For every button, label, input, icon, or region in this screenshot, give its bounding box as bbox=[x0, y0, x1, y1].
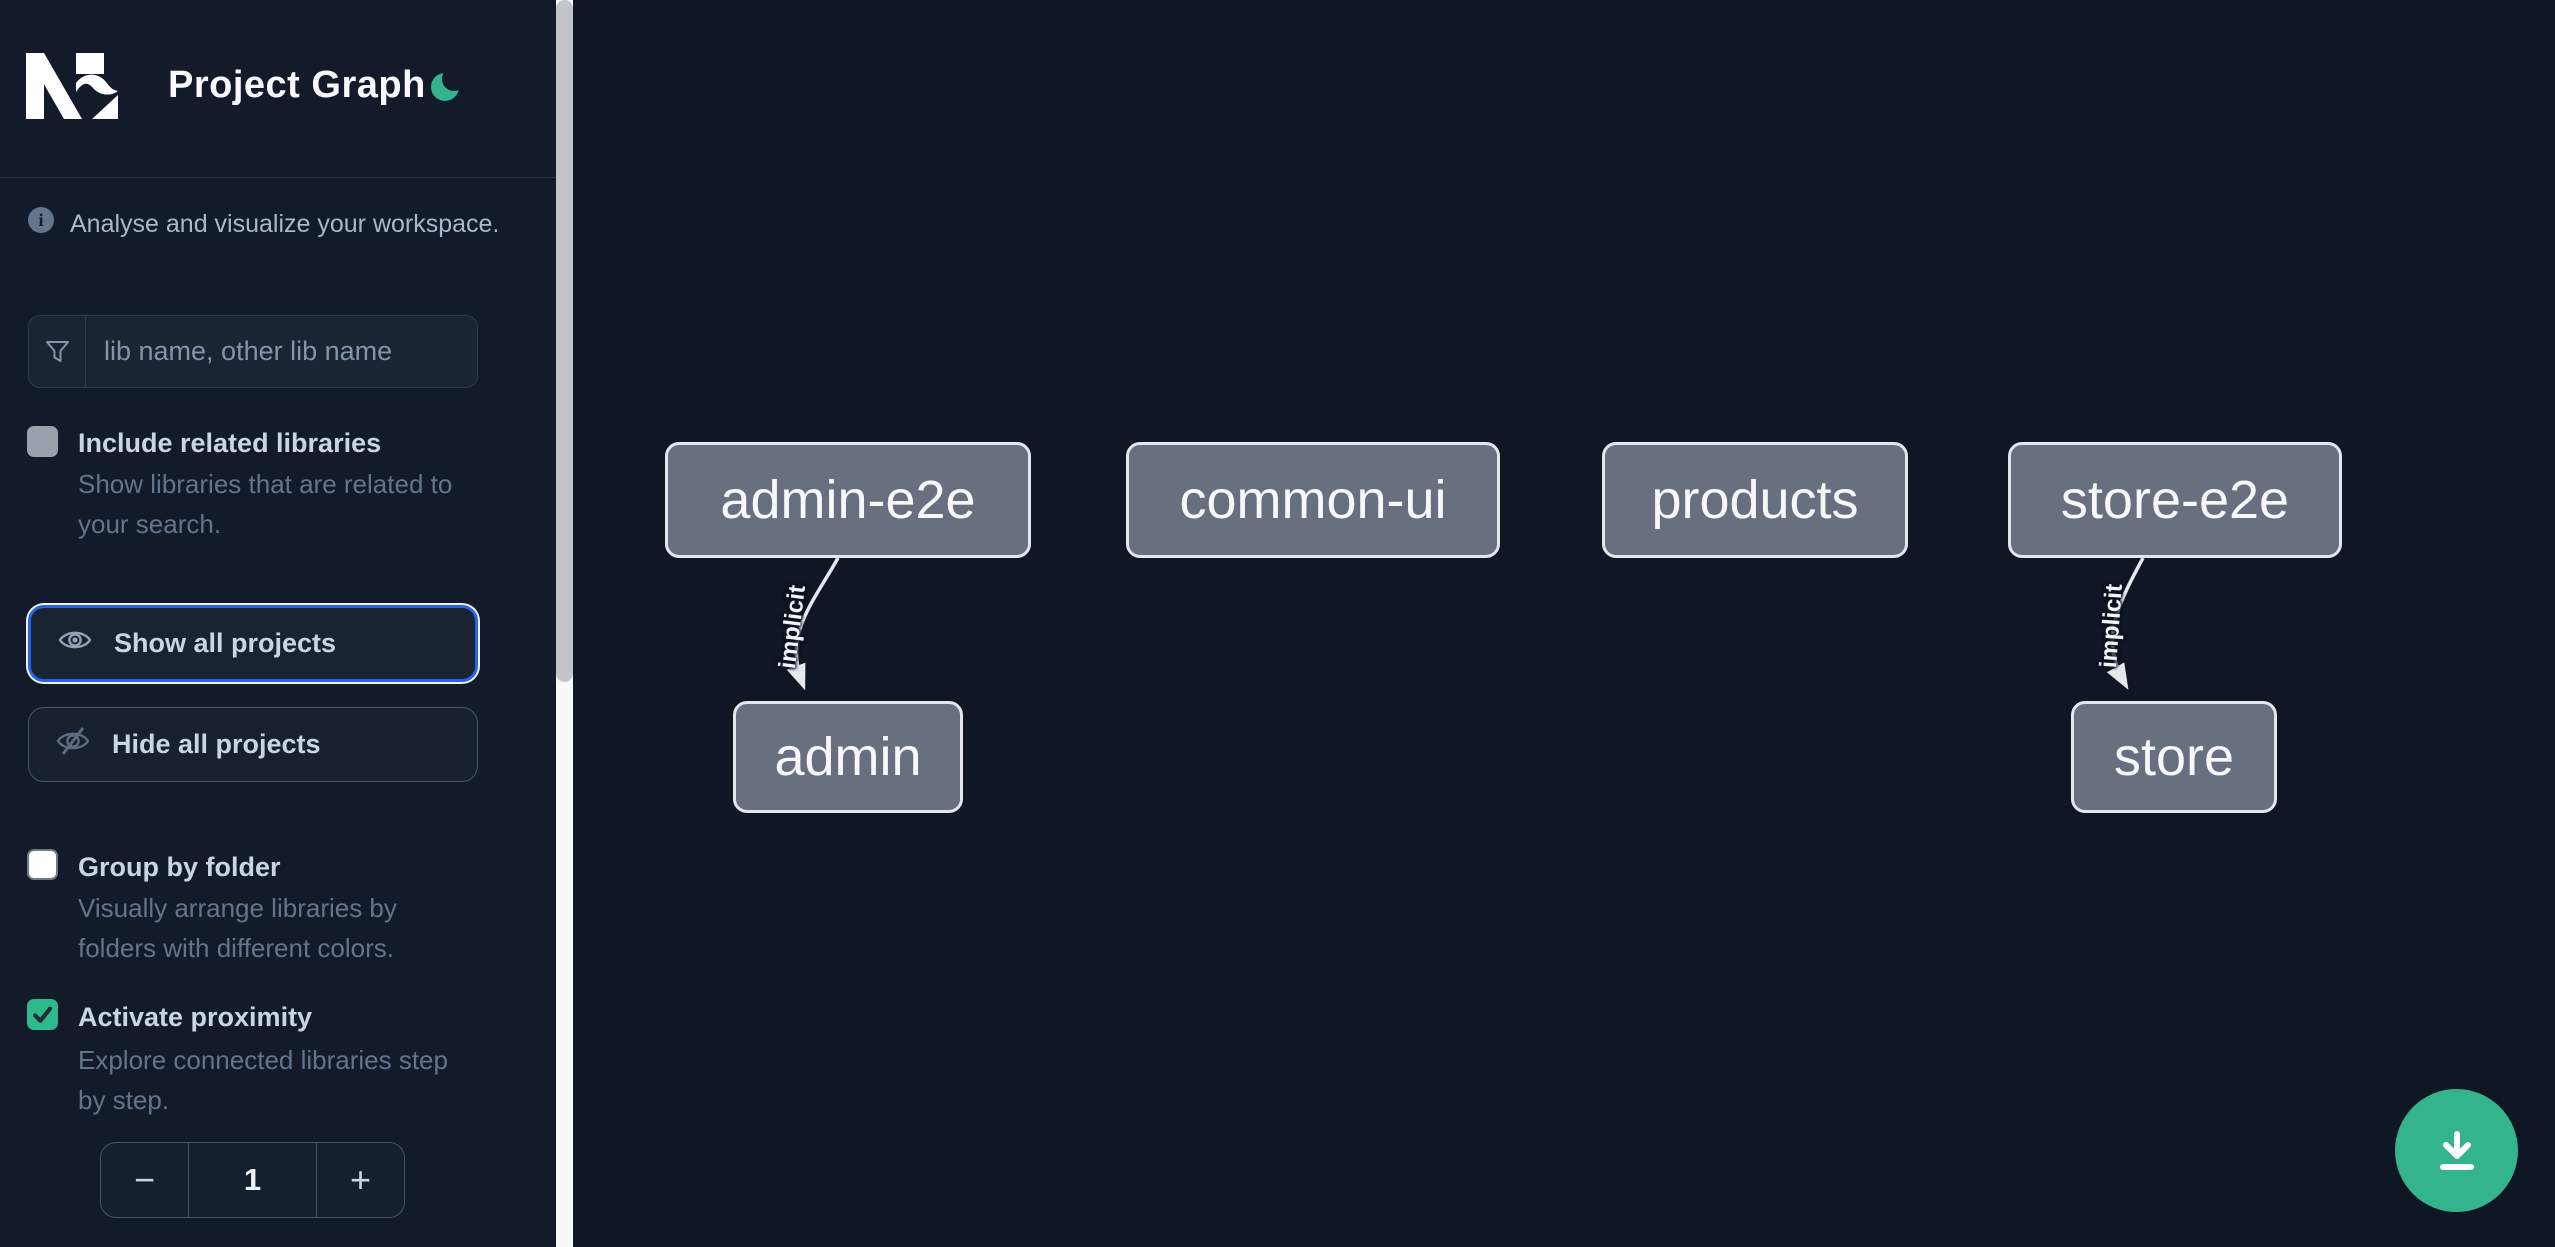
eye-off-icon bbox=[56, 726, 90, 763]
graph-canvas[interactable] bbox=[573, 0, 2555, 1247]
option-label: Include related libraries bbox=[78, 428, 382, 458]
nx-logo bbox=[26, 53, 118, 124]
proximity-depth-value: 1 bbox=[243, 1162, 262, 1197]
checkbox-group-by-folder[interactable] bbox=[27, 849, 58, 880]
check-icon bbox=[32, 1006, 53, 1023]
option-description: Show libraries that are related to your … bbox=[78, 469, 453, 539]
option-description: Visually arrange libraries by folders wi… bbox=[78, 893, 397, 963]
graph-edge-admin-e2e-admin[interactable] bbox=[786, 557, 840, 691]
checkbox-include-related-libraries[interactable] bbox=[27, 426, 58, 457]
option-description: Explore connected libraries step by step… bbox=[78, 1045, 448, 1115]
show-all-projects-label: Show all projects bbox=[114, 628, 337, 658]
page-title: Project Graph bbox=[168, 64, 426, 106]
hide-all-projects-label: Hide all projects bbox=[112, 729, 321, 759]
header-divider bbox=[0, 177, 556, 178]
graph-edge-store-e2e-store[interactable] bbox=[2106, 557, 2145, 690]
download-icon bbox=[2439, 1130, 2474, 1170]
graph-node-store[interactable]: store bbox=[2071, 701, 2277, 813]
hide-all-projects-button[interactable]: Hide all projects bbox=[28, 707, 478, 782]
filter-funnel-icon bbox=[29, 316, 86, 387]
checkbox-activate-proximity[interactable] bbox=[27, 999, 58, 1030]
proximity-depth-stepper: − 1 + bbox=[100, 1142, 405, 1218]
graph-node-admin-e2e[interactable]: admin-e2e bbox=[665, 442, 1031, 558]
proximity-decrement-button[interactable]: − bbox=[101, 1143, 189, 1217]
eye-icon bbox=[58, 627, 92, 660]
info-icon: i bbox=[28, 207, 54, 233]
theme-toggle-moon-icon[interactable] bbox=[426, 66, 466, 108]
option-label: Activate proximity bbox=[78, 1002, 313, 1032]
sidebar: Project Graph i Analyse and visualize yo… bbox=[0, 0, 556, 1247]
show-all-projects-button[interactable]: Show all projects bbox=[28, 605, 478, 682]
graph-node-admin[interactable]: admin bbox=[733, 701, 963, 813]
graph-node-store-e2e[interactable]: store-e2e bbox=[2008, 442, 2342, 558]
search-input[interactable] bbox=[86, 316, 477, 387]
graph-node-products[interactable]: products bbox=[1602, 442, 1908, 558]
search-box bbox=[28, 315, 478, 388]
intro-text: Analyse and visualize your workspace. bbox=[70, 210, 500, 238]
sidebar-scrollbar-thumb[interactable] bbox=[556, 0, 573, 682]
graph-node-common-ui[interactable]: common-ui bbox=[1126, 442, 1500, 558]
sidebar-scrollbar-track bbox=[556, 0, 573, 1247]
option-label: Group by folder bbox=[78, 852, 281, 882]
proximity-increment-button[interactable]: + bbox=[316, 1143, 404, 1217]
edge-label-implicit[interactable]: implicit bbox=[2095, 583, 2128, 669]
download-image-button[interactable] bbox=[2395, 1089, 2518, 1212]
